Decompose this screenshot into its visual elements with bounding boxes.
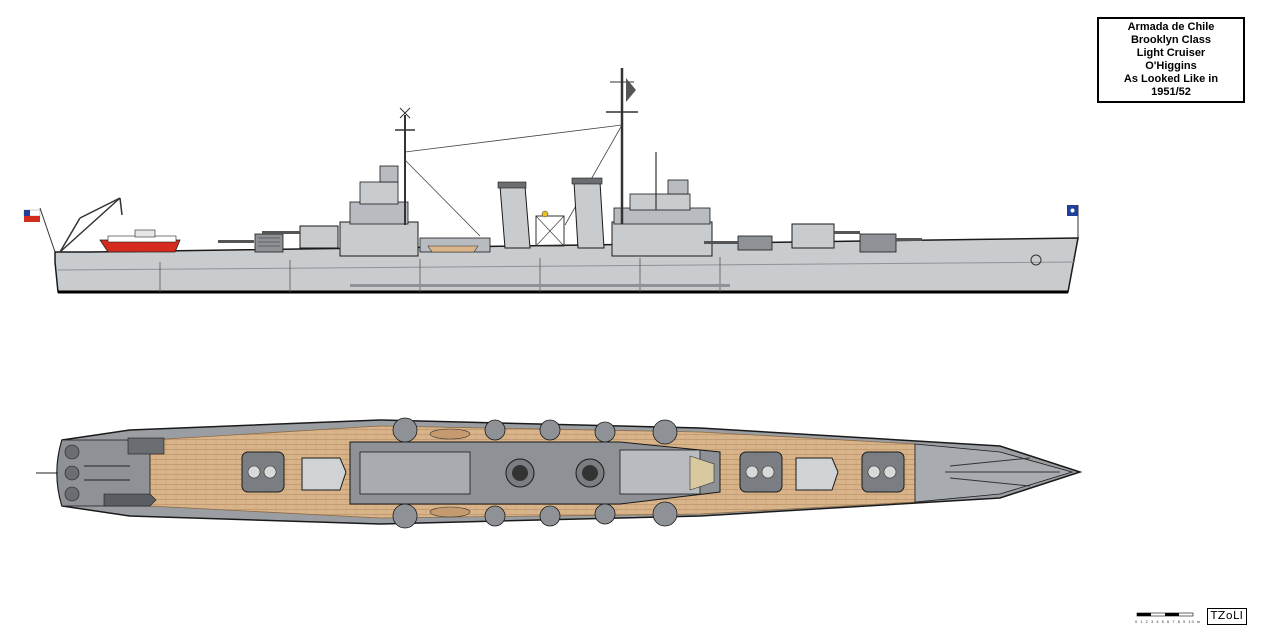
title-block: Armada de Chile Brooklyn Class Light Cru… <box>1097 17 1245 103</box>
artist-signature: TZoLI <box>1207 608 1247 625</box>
forward-turret-superfiring <box>704 235 773 251</box>
fore-funnel <box>571 177 605 249</box>
aft-superstructure <box>339 107 419 257</box>
chile-ensign-flag <box>23 207 56 253</box>
aft-turret-rear <box>218 233 284 253</box>
forward-turret-plan-a <box>861 451 905 493</box>
scale-bar-labels: 0 1 2 3 4 5 6 7 8 9 10 m <box>1135 619 1202 624</box>
aft-funnel <box>497 181 531 249</box>
aircraft-crane <box>59 197 123 253</box>
forward-turret-plan-superfiring <box>739 451 783 493</box>
forward-turret-b <box>791 223 860 249</box>
title-line-type: Light Cruiser <box>1136 47 1206 59</box>
bridge-superstructure <box>606 68 713 257</box>
gun-mounts-plan <box>392 417 678 529</box>
scale-bar <box>1136 612 1194 617</box>
aft-turret-plan-rear <box>241 451 285 493</box>
aft-turret-plan-superfiring <box>301 457 347 491</box>
aft-turret-superfiring <box>262 225 339 249</box>
side-profile <box>23 68 1079 294</box>
forward-turret-plan-b <box>795 457 839 491</box>
title-line-ship-name: O'Higgins <box>1145 60 1197 72</box>
search-light-tower <box>535 210 565 247</box>
title-line-class: Brooklyn Class <box>1130 34 1212 46</box>
title-line-caption: As Looked Like in <box>1123 73 1219 85</box>
plan-view <box>36 417 1083 529</box>
title-line-navy: Armada de Chile <box>1127 21 1215 33</box>
rigging <box>404 124 623 237</box>
central-superstructure-plan <box>349 441 721 505</box>
motor-boat <box>99 229 181 253</box>
hull-side <box>54 237 1079 293</box>
forward-turret-a <box>859 233 922 253</box>
title-line-year: 1951/52 <box>1151 86 1191 98</box>
jack-flag <box>1067 205 1079 240</box>
